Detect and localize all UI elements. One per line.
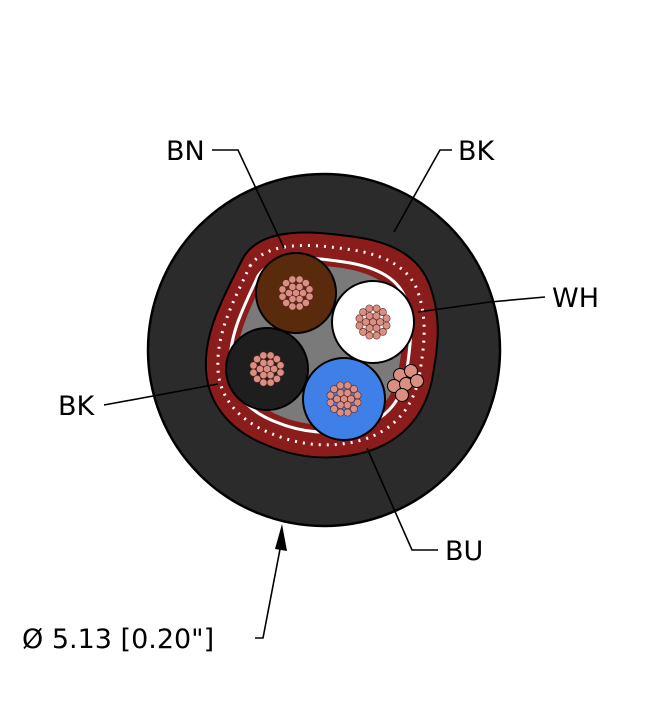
copper-strand [343,381,352,390]
copper-strand [266,359,275,367]
copper-strand [253,355,261,364]
copper-strand [259,351,268,360]
leader-line-bk-left [103,383,219,406]
copper-strand [353,398,362,407]
copper-strand [365,331,374,340]
diameter-arrow-icon [275,524,287,551]
copper-strand [266,351,275,360]
copper-strand [353,391,362,400]
copper-strand [295,275,304,284]
copper-strand [285,289,293,297]
copper-strand [365,304,374,313]
copper-strand [379,327,387,336]
copper-strand [278,292,287,301]
conductor-black [225,327,309,411]
copper-strand [295,295,304,303]
copper-strand [343,401,352,409]
copper-strand [305,292,314,301]
copper-strand [282,299,291,307]
copper-strand [288,302,297,311]
label-bk-top: BK [458,136,496,167]
copper-strand [378,308,387,316]
copper-strand [273,374,281,383]
copper-strand [382,321,391,330]
copper-strand [343,408,352,417]
shield-strands [216,244,426,447]
copper-strand [330,405,339,413]
copper-strand [330,385,338,394]
label-wh: WH [552,283,599,314]
copper-strand [282,279,290,288]
leader-line-wh [417,296,546,313]
copper-strand [299,289,307,297]
copper-strand [278,285,287,294]
copper-strand [288,283,297,291]
copper-strand [288,275,297,284]
copper-strand [362,318,370,326]
copper-strand [359,308,367,317]
copper-strand [359,328,368,336]
copper-strand [249,368,258,377]
copper-strand [333,395,341,403]
copper-strand [355,321,364,330]
copper-strand [326,398,335,407]
copper-strand [295,283,304,291]
copper-strand [326,391,335,400]
drain-wire [387,364,424,402]
leader-line-diameter [255,543,282,639]
copper-strand [350,404,358,413]
copper-strand [336,381,345,390]
copper-strand [365,312,374,320]
leader-line-bk-top [393,149,452,233]
copper-strand [372,324,381,332]
conductor-white [331,280,415,364]
copper-strand [349,385,358,393]
copper-strand [372,304,381,313]
copper-strand [266,378,275,387]
leader-line-bn [212,149,285,249]
copper-strand [253,375,262,383]
copper-strand [372,312,381,320]
copper-strand [259,359,268,367]
copper-strand [266,371,275,379]
conductor-blue [302,357,386,441]
label-bn: BN [166,136,205,167]
conductor-brown [255,252,337,334]
copper-strand [270,365,278,373]
copper-strand [336,408,345,417]
label-bk-left: BK [58,391,96,422]
copper-strand [372,331,381,340]
copper-strand [336,389,345,397]
copper-strand [256,365,264,373]
copper-strand [276,368,285,377]
copper-strand [272,355,281,363]
label-bu: BU [445,536,483,567]
copper-strand [382,314,391,323]
leader-line-bu [366,447,438,551]
copper-strand [276,361,285,370]
copper-strand [347,395,355,403]
copper-strand [343,389,352,397]
copper-strand [376,318,384,326]
copper-strand [249,361,258,370]
copper-strand [295,302,304,311]
copper-strand [305,285,314,294]
copper-strand [355,314,364,323]
copper-strand [259,378,268,387]
label-diameter: Ø 5.13 [0.20"] [22,624,214,655]
copper-strand [301,279,310,287]
copper-strand [302,298,310,307]
